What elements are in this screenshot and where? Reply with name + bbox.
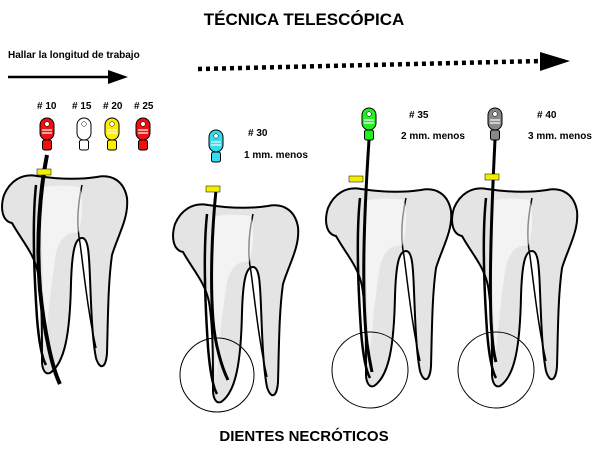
stopper-2 [206,186,220,192]
stopper-3 [349,176,363,182]
file-handle-35 [362,108,376,140]
solid-arrow [8,70,128,84]
file-handle-30 [209,130,223,162]
file-handle-40 [488,108,502,140]
file-handle-15 [77,118,91,150]
tooth-1 [2,175,127,373]
tooth-4 [452,188,577,386]
file-handle-10 [40,118,54,150]
file-handle-25 [136,118,150,150]
tooth-3 [326,188,451,386]
dotted-arrow [198,52,570,71]
tooth-2 [173,204,298,402]
file-handle-20 [105,118,119,150]
stopper-4 [485,174,499,180]
stopper-1 [37,169,51,175]
